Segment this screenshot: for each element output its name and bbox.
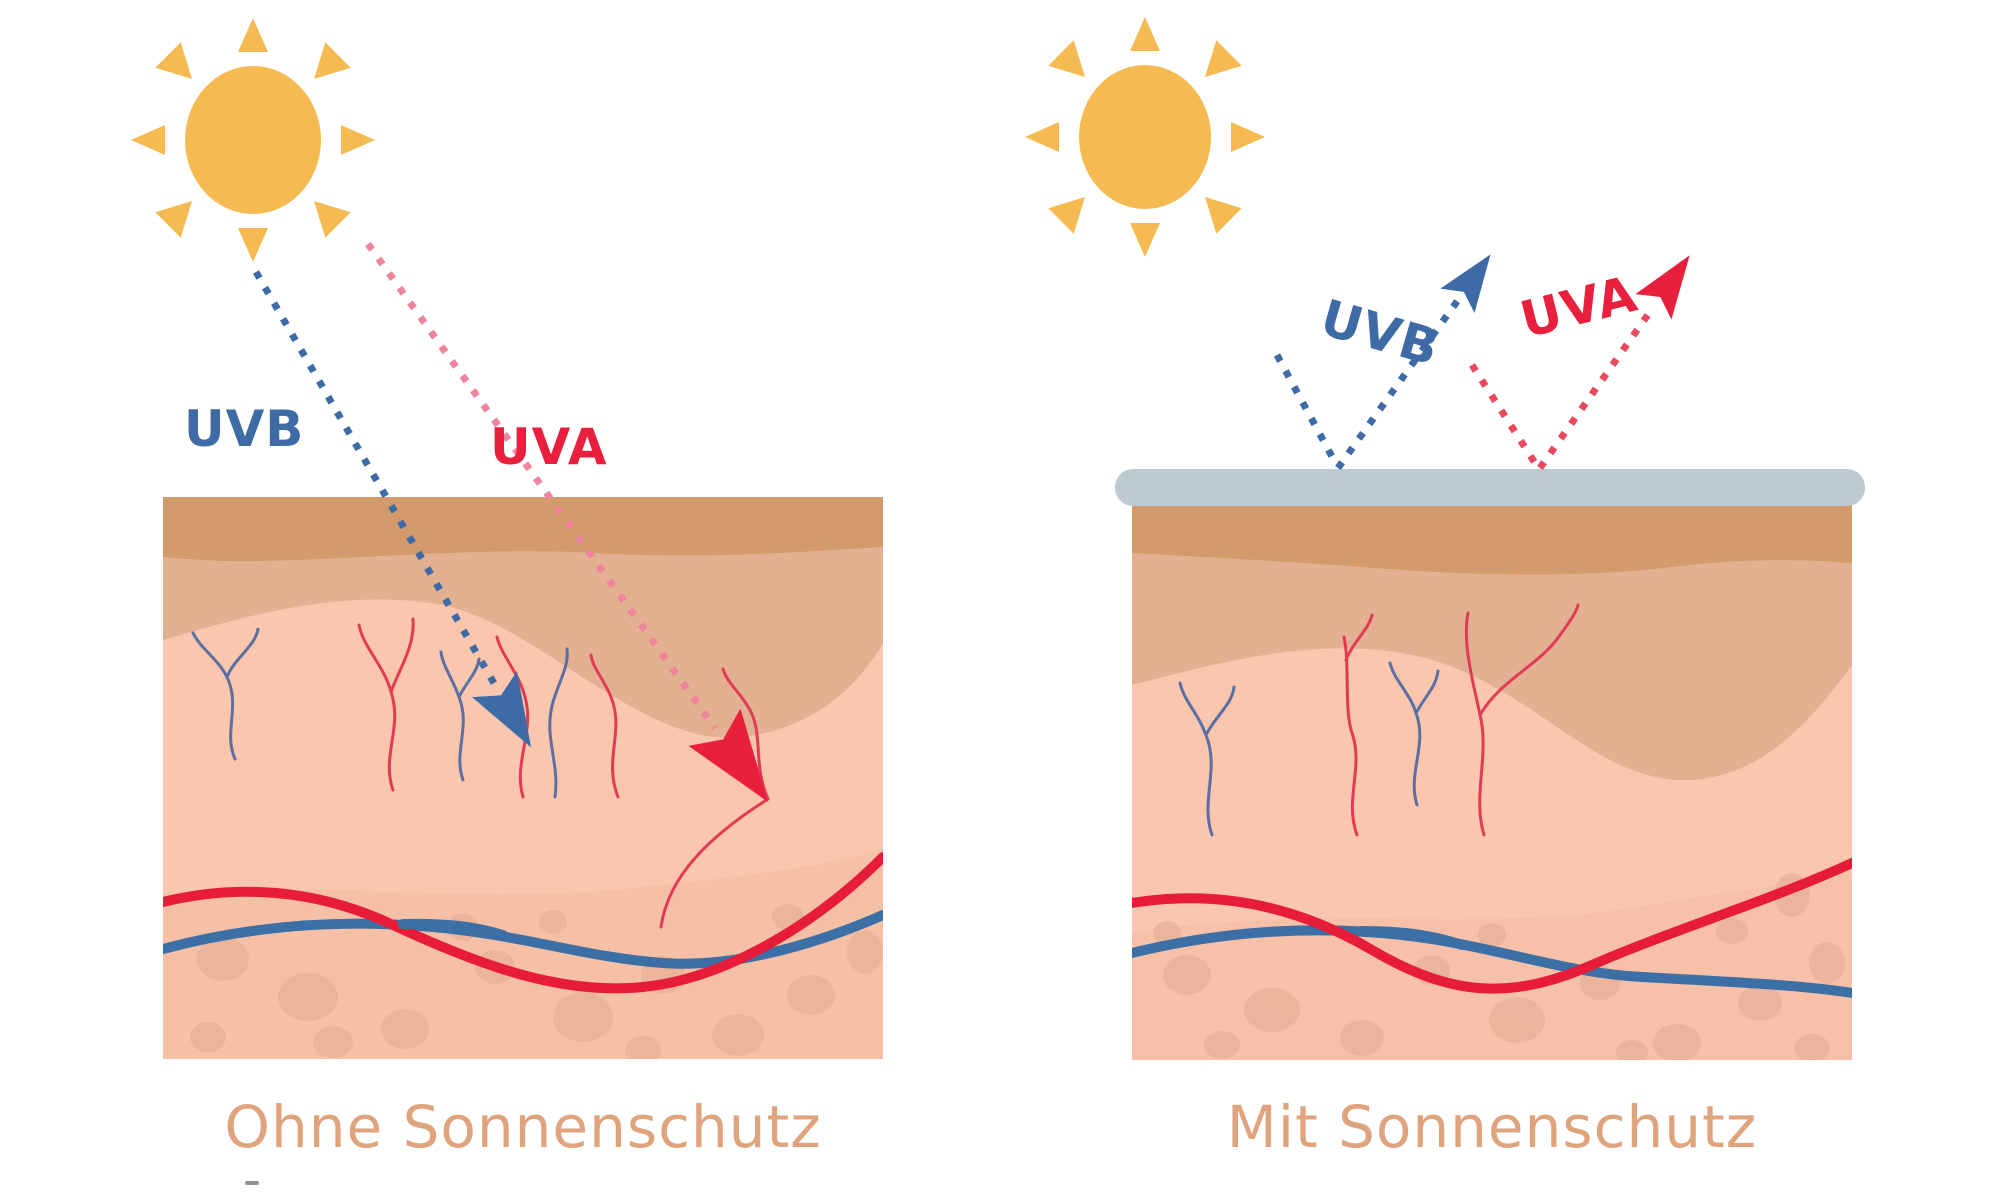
sun-ray	[1205, 40, 1242, 77]
skin-cross-section-right	[1132, 505, 1852, 1060]
capillary-blue	[548, 647, 569, 799]
fat-cell-blob	[1809, 942, 1845, 984]
sun-ray	[238, 18, 268, 52]
fat-cell-blob	[1489, 997, 1545, 1043]
caption-right: Mit Sonnenschutz	[1226, 1093, 1758, 1161]
vein-line-overlap	[398, 918, 508, 940]
sun-icon	[131, 18, 375, 262]
fat-cell-blob	[278, 973, 338, 1021]
sun-ray	[1205, 197, 1242, 234]
capillary-blue	[1178, 681, 1236, 837]
epidermis-layer	[1132, 505, 1852, 575]
fat-cell-blob	[1244, 988, 1300, 1032]
capillary-blue	[439, 650, 481, 782]
sun-ray	[1048, 40, 1085, 77]
sun-body	[185, 66, 321, 214]
mid-skin-layer	[1132, 505, 1852, 781]
sun-icon	[1025, 17, 1265, 257]
sun-ray	[1048, 197, 1085, 234]
uva-label-left: UVA	[490, 418, 608, 476]
fat-cell-blob	[1653, 1024, 1701, 1060]
sun-ray	[341, 125, 375, 155]
vein-line	[163, 910, 883, 969]
artery-line	[1132, 858, 1852, 994]
fat-cell-blob	[1478, 923, 1506, 947]
fat-cell-blob	[712, 1014, 764, 1056]
capillary-blue	[191, 627, 260, 761]
sunscreen-layer-bar	[1115, 469, 1865, 506]
fat-cell-blob	[539, 910, 567, 934]
capillary-red	[589, 653, 620, 799]
uvb-dotted-arrow	[252, 270, 532, 748]
sun-ray	[314, 201, 351, 238]
fat-cell-blob	[1794, 1034, 1830, 1060]
fat-cell-blob	[847, 930, 883, 974]
vein-line	[1132, 925, 1852, 998]
fat-cell-blob	[381, 1009, 429, 1049]
sun-ray	[131, 125, 165, 155]
uvb-dotted-ray-down	[1273, 353, 1340, 466]
sun-body	[1079, 65, 1211, 209]
fat-cell-blob	[1204, 1031, 1240, 1059]
fat-cell-blob	[1163, 955, 1211, 995]
fat-cell-blob	[197, 937, 249, 981]
vein-line-overlap	[1357, 926, 1467, 950]
fat-cell-blob	[190, 1022, 226, 1052]
caption-left: Ohne Sonnenschutz	[224, 1093, 822, 1161]
fat-cell-blob	[787, 975, 835, 1015]
capillaries	[1178, 603, 1580, 837]
skin-cross-section-left	[163, 497, 883, 1059]
epidermis-layer	[163, 497, 883, 562]
sun-ray	[1231, 122, 1265, 152]
sun-ray	[314, 42, 351, 79]
capillary-red	[357, 617, 415, 792]
uvb-label-left: UVB	[184, 400, 305, 458]
fat-cell-blob	[313, 1026, 353, 1058]
capillary-blue	[1388, 661, 1440, 807]
fat-cell-blob	[1716, 918, 1748, 944]
sun-ray	[155, 201, 192, 238]
sun-ray	[1130, 17, 1160, 51]
sun-ray	[155, 42, 192, 79]
sun-ray	[1025, 122, 1059, 152]
fat-cell-blob	[1616, 1040, 1648, 1060]
fat-cell-blob	[1340, 1020, 1384, 1056]
fat-cell-blob	[1738, 985, 1782, 1021]
sun-ray	[238, 228, 268, 262]
capillary-red	[1342, 613, 1374, 837]
uva-dotted-arrow-reflected	[1537, 255, 1690, 471]
fat-cell-blob	[553, 992, 613, 1042]
cropped-text-artifact	[245, 1181, 259, 1185]
artery-line	[163, 852, 883, 994]
capillary-red	[1464, 603, 1580, 837]
uva-dotted-ray-down	[1469, 363, 1538, 465]
fat-cell-blob	[625, 1036, 661, 1059]
sun-ray	[1130, 223, 1160, 257]
